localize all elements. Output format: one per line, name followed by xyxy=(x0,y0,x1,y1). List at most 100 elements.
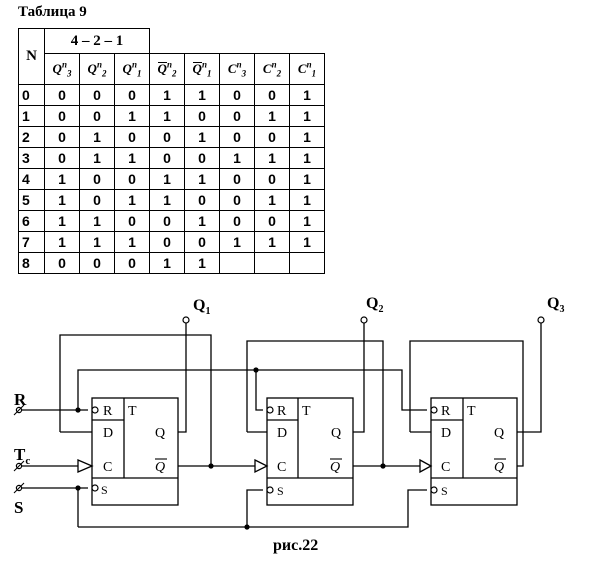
flipflop-1-pin-d: D xyxy=(103,426,113,441)
column-header-subscript: 3 xyxy=(66,68,72,79)
flipflop-2-box xyxy=(266,397,354,506)
q3-output-terminal xyxy=(537,316,545,324)
table-cell: 0 xyxy=(149,210,185,232)
table-cell: 0 xyxy=(44,105,80,127)
table-cell: 1 xyxy=(114,147,150,169)
flipflop-2-r-bubble xyxy=(266,406,274,414)
table-cell: 1 xyxy=(44,168,80,190)
column-header-superscript: n xyxy=(201,59,207,70)
flipflop-1-pin-t: T xyxy=(128,404,137,419)
row-number-cell: 7 xyxy=(18,231,45,253)
table-cell: 0 xyxy=(219,189,255,211)
column-header: Cn3 xyxy=(219,53,255,85)
table-cell: 1 xyxy=(289,84,325,106)
flipflop-3-pin-qbar: Q xyxy=(494,460,504,475)
table-cell: 0 xyxy=(184,105,220,127)
row-number-cell: 0 xyxy=(18,84,45,106)
header-spacer xyxy=(149,28,325,54)
column-header-superscript: n xyxy=(61,59,67,70)
table-cell: 1 xyxy=(79,147,115,169)
flipflop-3-r-bubble xyxy=(430,406,438,414)
flipflop-1-box xyxy=(91,397,179,506)
column-header-symbol: Q xyxy=(122,61,132,76)
table-cell: 0 xyxy=(79,189,115,211)
flipflop-2-pin-t: T xyxy=(302,404,311,419)
table-cell: 0 xyxy=(254,84,290,106)
flipflop-2-pin-qbar: Q xyxy=(330,460,340,475)
table-header-row-top: N 4 – 2 – 1 xyxy=(18,28,325,85)
column-header-superscript: n xyxy=(131,59,137,70)
table-cell: 0 xyxy=(79,105,115,127)
flipflop-2-pin-r: R xyxy=(277,404,287,419)
column-header: Qn1 xyxy=(114,53,150,85)
table-cell: 1 xyxy=(79,210,115,232)
column-header-superscript: n xyxy=(271,59,277,70)
table-cell: 1 xyxy=(79,126,115,148)
table-cell: 0 xyxy=(254,210,290,232)
flipflop-3-pin-d: D xyxy=(441,426,451,441)
table-cell: 0 xyxy=(149,147,185,169)
table-cell: 0 xyxy=(79,84,115,106)
flipflop-3-pin-t: T xyxy=(467,404,476,419)
column-header: Qn2 xyxy=(149,53,185,85)
column-header-superscript: n xyxy=(306,59,312,70)
flipflop-1-pin-q: Q xyxy=(155,426,165,441)
table-cell: 0 xyxy=(114,210,150,232)
table-caption: Таблица 9 xyxy=(18,4,87,20)
flipflop-2-pin-q: Q xyxy=(331,426,341,441)
flipflop-2-pin-s: S xyxy=(277,484,284,498)
table-cell xyxy=(254,252,290,274)
flipflop-2-pin-c: C xyxy=(277,460,286,475)
table-cell: 0 xyxy=(114,84,150,106)
column-header-superscript: n xyxy=(236,59,242,70)
column-header-subscript: 2 xyxy=(101,68,107,79)
column-header: Qn3 xyxy=(44,53,80,85)
table-cell: 1 xyxy=(44,189,80,211)
table-cell: 0 xyxy=(44,126,80,148)
table-cell: 1 xyxy=(184,210,220,232)
q2-output-terminal xyxy=(360,316,368,324)
column-header-symbol: Q xyxy=(157,61,167,76)
flipflop-2-clock-wedge xyxy=(254,458,269,474)
flipflop-1-r-bubble xyxy=(91,406,99,414)
table-cell: 0 xyxy=(184,147,220,169)
table-cell: 0 xyxy=(44,147,80,169)
clock-input-label: Tc xyxy=(14,445,30,467)
reset-input-label: R xyxy=(14,390,27,409)
column-header-subscript: 1 xyxy=(136,68,142,79)
row-number-cell: 5 xyxy=(18,189,45,211)
row-number-cell: 4 xyxy=(18,168,45,190)
column-header-subscript: 1 xyxy=(311,68,317,79)
flipflop-1-pin-r: R xyxy=(103,404,113,419)
table-cell: 1 xyxy=(184,252,220,274)
code-group-header: 4 – 2 – 1 xyxy=(44,28,150,54)
column-header-symbol: C xyxy=(227,61,237,76)
table-cell: 1 xyxy=(184,126,220,148)
column-header-symbol: C xyxy=(262,61,272,76)
table-cell: 0 xyxy=(44,252,80,274)
flipflop-3-s-bubble xyxy=(430,486,438,494)
table-cell: 1 xyxy=(219,231,255,253)
table-cell: 1 xyxy=(149,84,185,106)
row-number-cell: 3 xyxy=(18,147,45,169)
table-cell: 1 xyxy=(44,231,80,253)
q1-output-terminal xyxy=(182,316,190,324)
table-cell: 1 xyxy=(254,105,290,127)
table-cell: 0 xyxy=(184,189,220,211)
figure-caption: рис.22 xyxy=(273,537,319,554)
column-header-subscript: 2 xyxy=(171,68,177,79)
junction-dot xyxy=(380,463,386,469)
table-cell: 1 xyxy=(114,231,150,253)
junction-dot xyxy=(244,524,250,530)
column-header-symbol: Q xyxy=(192,61,202,76)
table-cell: 0 xyxy=(149,126,185,148)
table-cell: 1 xyxy=(149,189,185,211)
table-cell xyxy=(219,252,255,274)
flipflop-3-pin-r: R xyxy=(441,404,451,419)
